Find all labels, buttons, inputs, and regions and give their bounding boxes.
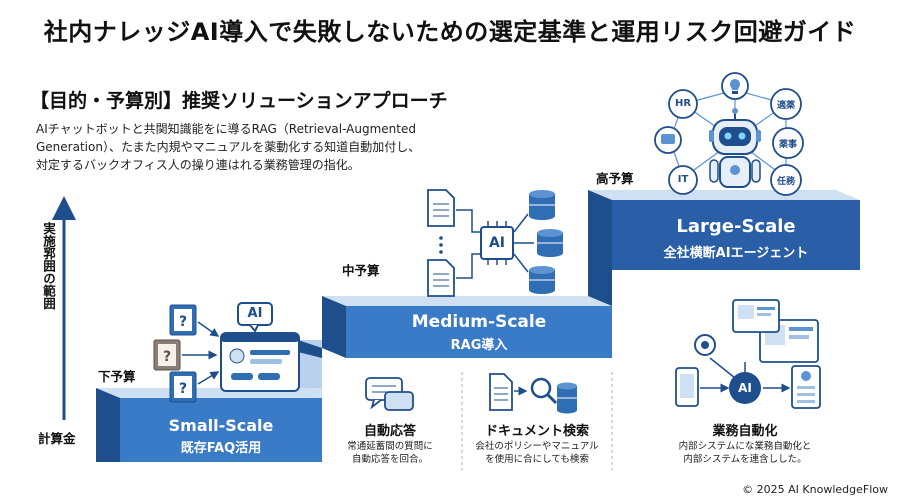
arrow-lines xyxy=(182,321,220,385)
chat-node-icon xyxy=(654,126,682,154)
node-2 xyxy=(772,127,804,159)
automation-ai-label: AI xyxy=(738,381,752,395)
ellipsis-icon xyxy=(439,236,443,254)
it-node-label: IT xyxy=(677,174,689,185)
document-icon xyxy=(427,259,455,297)
node-2-label: 薬事 xyxy=(778,140,797,150)
step-large xyxy=(588,190,860,306)
y-axis-bottom-label: 計算金 xyxy=(38,431,76,446)
copyright-text: © 2025 AI KnowledgeFlow xyxy=(742,483,888,496)
document-icon xyxy=(427,189,455,227)
feature-title-automation: 業務自動化 xyxy=(712,424,778,439)
ai-chip-label: AI xyxy=(488,235,506,251)
search-document-icon xyxy=(489,373,577,414)
svg-text:?: ? xyxy=(179,381,187,397)
robot-icon xyxy=(709,108,761,188)
hr-node-label: HR xyxy=(674,98,692,109)
node-3 xyxy=(770,164,802,196)
database-icon xyxy=(529,190,555,220)
step-large-subtitle: 全社横断AIエージェント xyxy=(663,246,809,261)
node-1 xyxy=(770,88,802,120)
node-1-label: 適薬 xyxy=(776,101,795,111)
feature-title-auto-response: 自動応答 xyxy=(363,424,416,439)
ai-bubble-label: AI xyxy=(247,306,263,321)
it-node xyxy=(668,165,698,195)
database-icon xyxy=(529,266,555,294)
book-icon: ? xyxy=(169,371,197,403)
svg-text:?: ? xyxy=(179,314,187,330)
lightbulb-icon xyxy=(721,72,749,100)
y-axis-label: 実施郛囲の範囲 xyxy=(41,222,56,310)
chat-bubbles-icon xyxy=(365,377,414,411)
step-medium-title: Medium-Scale xyxy=(411,312,547,332)
automation-icon xyxy=(675,299,821,409)
budget-label-low: 下予算 xyxy=(98,369,136,384)
ai-chip-icon xyxy=(480,221,514,265)
page-title: 社内ナレッジAI導入で失敗しないための選定基準と運用リスク回避ガイド xyxy=(43,18,857,46)
feature-title-document-search: ドキュメント検索 xyxy=(484,424,589,439)
step-medium xyxy=(298,296,612,388)
book-icon: ? xyxy=(153,339,181,371)
hr-node xyxy=(668,89,698,119)
ai-bubble-icon xyxy=(237,302,273,333)
section-heading: 【目的・予算別】推奨ソリューションアプローチ xyxy=(30,90,448,112)
budget-label-high: 高予算 xyxy=(596,171,634,186)
book-icon: ? xyxy=(169,304,197,336)
step-small-title: Small-Scale xyxy=(168,416,274,435)
step-medium-subtitle: RAG導入 xyxy=(450,338,508,353)
connector-lines xyxy=(456,209,534,279)
feature-desc-auto-response: 常通延蓄間の質問に 自動応答を回合。 xyxy=(347,441,433,465)
database-icon xyxy=(537,229,563,257)
step-small-subtitle: 既存FAQ活用 xyxy=(180,441,262,456)
step-large-title: Large-Scale xyxy=(676,216,796,237)
description-text: AIチャットボットと共関知識能をに導るRAG（Retrieval-Augment… xyxy=(36,122,421,172)
feature-desc-automation: 内部システムにな業務自動化と 内部システムを連含しした。 xyxy=(678,441,812,465)
svg-text:?: ? xyxy=(163,349,171,365)
budget-label-mid: 中予算 xyxy=(342,263,380,278)
node-3-label: 任務 xyxy=(776,177,795,187)
feature-desc-document-search: 会社のポリシーやマニュアル を使用に合にしても検索 xyxy=(475,441,599,465)
chat-window-icon xyxy=(220,332,300,392)
